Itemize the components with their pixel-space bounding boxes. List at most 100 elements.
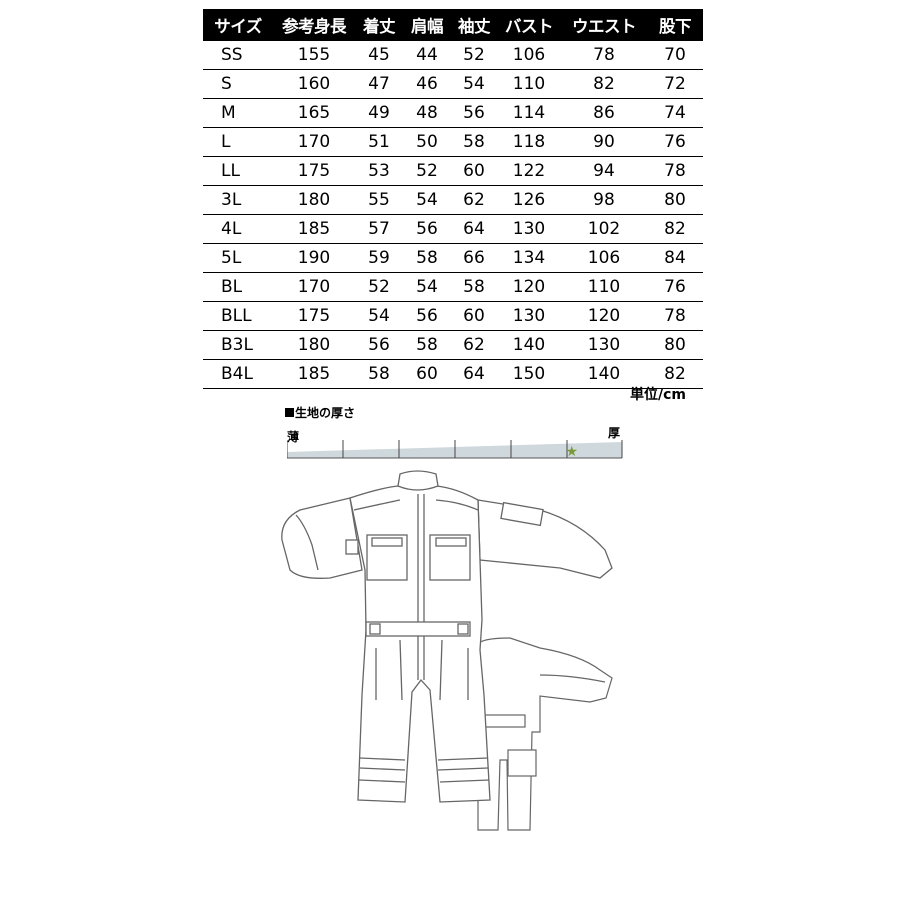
header-sleeve: 袖丈 [451, 9, 497, 41]
table-cell: 82 [647, 214, 703, 244]
table-cell: 56 [355, 330, 403, 360]
coverall-illustration [281, 470, 613, 831]
table-cell: 106 [561, 243, 647, 273]
table-cell: 45 [355, 41, 403, 70]
table-cell: 76 [647, 127, 703, 157]
table-cell: 170 [273, 127, 355, 157]
table-cell: 56 [403, 214, 451, 244]
table-cell: 52 [403, 156, 451, 186]
table-cell: 52 [451, 41, 497, 70]
coverall-back-view [477, 637, 613, 831]
table-cell: 54 [403, 272, 451, 302]
size-cell: 3L [203, 185, 273, 215]
header-size: サイズ [203, 9, 273, 41]
table-cell: 114 [497, 98, 561, 128]
table-cell: 180 [273, 185, 355, 215]
thickness-title-text: 生地の厚さ [295, 406, 356, 420]
table-cell: 84 [647, 243, 703, 273]
table-header-row: サイズ 参考身長 着丈 肩幅 袖丈 バスト ウエスト 股下 [203, 9, 703, 41]
table-cell: 64 [451, 214, 497, 244]
table-cell: 180 [273, 330, 355, 360]
table-cell: 165 [273, 98, 355, 128]
table-cell: 175 [273, 156, 355, 186]
table-cell: 110 [497, 69, 561, 99]
header-inseam: 股下 [647, 9, 703, 41]
table-cell: 130 [497, 301, 561, 331]
table-cell: 150 [497, 359, 561, 389]
table-cell: 140 [497, 330, 561, 360]
table-cell: 58 [403, 243, 451, 273]
table-cell: 82 [647, 359, 703, 389]
table-cell: 46 [403, 69, 451, 99]
table-cell: 102 [561, 214, 647, 244]
table-cell: 98 [561, 185, 647, 215]
table-cell: 60 [451, 301, 497, 331]
table-cell: 134 [497, 243, 561, 273]
coverall-front-view [281, 470, 613, 803]
table-cell: 54 [451, 69, 497, 99]
table-cell: 72 [647, 69, 703, 99]
table-cell: 55 [355, 185, 403, 215]
table-cell: 58 [451, 272, 497, 302]
header-bust: バスト [497, 9, 561, 41]
size-cell: B4L [203, 359, 273, 389]
table-cell: 120 [561, 301, 647, 331]
table-cell: 86 [561, 98, 647, 128]
size-cell: M [203, 98, 273, 128]
unit-label: 単位/cm [630, 387, 686, 403]
table-cell: 175 [273, 301, 355, 331]
table-cell: 48 [403, 98, 451, 128]
table-cell: 56 [451, 98, 497, 128]
table-cell: 52 [355, 272, 403, 302]
table-cell: 59 [355, 243, 403, 273]
table-cell: 54 [403, 185, 451, 215]
thickness-gauge: ★ [287, 440, 623, 460]
size-cell: LL [203, 156, 273, 186]
thick-label: 厚 [608, 426, 621, 440]
table-cell: 49 [355, 98, 403, 128]
table-cell: 58 [451, 127, 497, 157]
table-cell: 60 [451, 156, 497, 186]
table-cell: 90 [561, 127, 647, 157]
table-cell: 160 [273, 69, 355, 99]
size-cell: B3L [203, 330, 273, 360]
table-cell: 50 [403, 127, 451, 157]
table-cell: 57 [355, 214, 403, 244]
table-cell: 110 [561, 272, 647, 302]
header-length: 着丈 [355, 9, 403, 41]
header-shoulder: 肩幅 [403, 9, 451, 41]
table-cell: 106 [497, 41, 561, 70]
size-cell: L [203, 127, 273, 157]
header-waist: ウエスト [561, 9, 647, 41]
table-cell: 64 [451, 359, 497, 389]
table-cell: 190 [273, 243, 355, 273]
table-cell: 118 [497, 127, 561, 157]
table-cell: 51 [355, 127, 403, 157]
table-cell: 78 [647, 156, 703, 186]
table-cell: 76 [647, 272, 703, 302]
table-cell: 62 [451, 185, 497, 215]
table-cell: 155 [273, 41, 355, 70]
table-cell: 70 [647, 41, 703, 70]
size-cell: BLL [203, 301, 273, 331]
square-bullet-icon [285, 408, 294, 417]
table-cell: 60 [403, 359, 451, 389]
table-cell: 130 [497, 214, 561, 244]
table-cell: 185 [273, 214, 355, 244]
table-cell: 74 [647, 98, 703, 128]
table-cell: 62 [451, 330, 497, 360]
table-cell: 122 [497, 156, 561, 186]
table-cell: 82 [561, 69, 647, 99]
table-cell: 78 [647, 301, 703, 331]
